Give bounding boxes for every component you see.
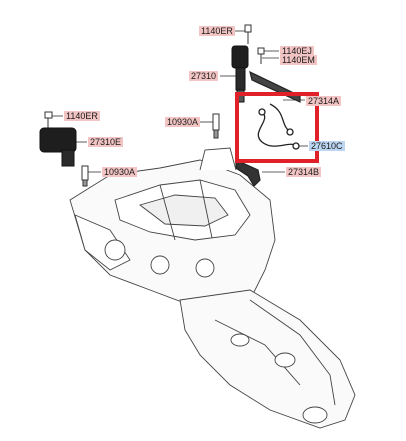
bracket-27314a xyxy=(249,70,301,103)
label-27310: 27310 xyxy=(189,71,219,81)
label-1140er-left: 1140ER xyxy=(64,111,100,121)
label-27314a: 27314A xyxy=(306,96,342,106)
label-27314b: 27314B xyxy=(286,167,322,177)
bolt-1140er-left xyxy=(44,111,53,128)
label-10930a-left: 10930A xyxy=(102,167,138,177)
label-27310e: 27310E xyxy=(88,137,124,147)
spark-plug-10930a-left xyxy=(81,165,89,187)
bolt-1140er-top xyxy=(244,24,252,44)
label-1140em: 1140EM xyxy=(280,55,317,65)
highlight-box xyxy=(235,92,319,163)
label-1140ej: 1140EJ xyxy=(280,46,314,56)
label-1140er-top: 1140ER xyxy=(199,26,235,36)
engine-block xyxy=(69,147,276,311)
spark-plug-10930a-mid xyxy=(212,113,220,139)
transmission xyxy=(179,289,356,429)
wiring-harness-27610c xyxy=(257,103,300,150)
bracket-27314b xyxy=(235,159,261,187)
ignition-coil-27310e xyxy=(39,127,77,167)
leader-lines xyxy=(52,30,308,173)
label-10930a-mid: 10930A xyxy=(165,117,201,127)
label-27610c: 27610C xyxy=(309,141,345,151)
bolt-1140ej xyxy=(257,47,265,64)
